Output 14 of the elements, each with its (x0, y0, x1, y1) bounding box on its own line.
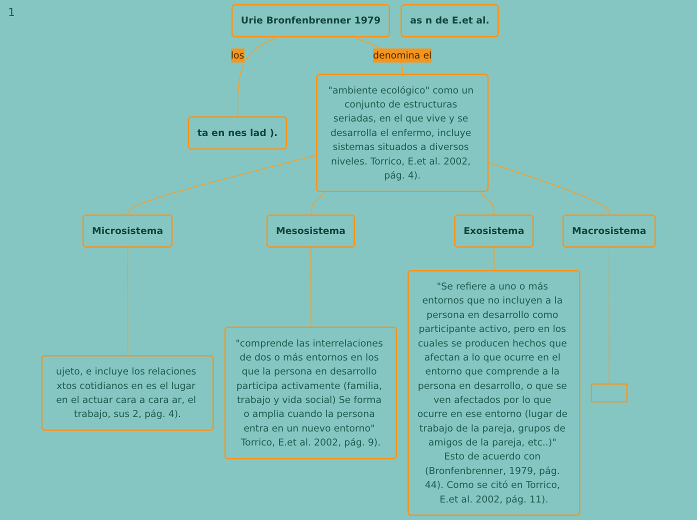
text-box: ujeto, e incluye los relaciones xtos cotidianos en es el lugar en el actuar cara a cara ar, el trabajo, sus 2, pág. 4). (41, 355, 214, 431)
topic-box: Macrosistema (562, 214, 656, 248)
text-box: "ambiente ecológico" como un conjunto de estructuras seriadas, en el que vive y se desarrolla el enfermo, incluye sistemas situados a diversos niveles. Torrico, E.et al. 2002, pág. 4). (316, 74, 489, 192)
text-box: "Se refiere a uno o más entornos que no incluyen a la persona en desarrollo como participante activo, pero en los cuales se producen hechos que afectan a lo que ocurre en el entorno que comprende a la persona en desarrollo, o que se ven afectados por lo que ocurre en ese entorno (lugar de trabajo de la pareja, grupos de amigos de la pareja, etc..)" Esto de acuerdo con (Bronfenbrenner, 1979, pág. 44). Como se citó en Torrico, E.et al. 2002, pág. 11). (408, 270, 580, 516)
topic-box: Urie Bronfenbrenner 1979 (231, 4, 390, 38)
text-box: "comprende las interrelaciones de dos o más entornos en los que la persona en desarrollo participa activamente (familia, trabajo y vida social) Se forma o amplia cuando la persona entra en un nuevo entorno" Torrico, E.et al. 2002, pág. 9). (224, 326, 398, 460)
topic-box: Mesosistema (266, 214, 355, 248)
topic-box: Microsistema (82, 214, 173, 248)
count-label: 1 (8, 6, 15, 19)
edge-label: los (230, 48, 244, 63)
topic-box: as n de E.et al. (400, 4, 499, 38)
topic-box: ta en nes lad ). (188, 116, 288, 150)
topic-box: Exosistema (454, 214, 534, 248)
edge-label: denomina el (373, 48, 432, 63)
